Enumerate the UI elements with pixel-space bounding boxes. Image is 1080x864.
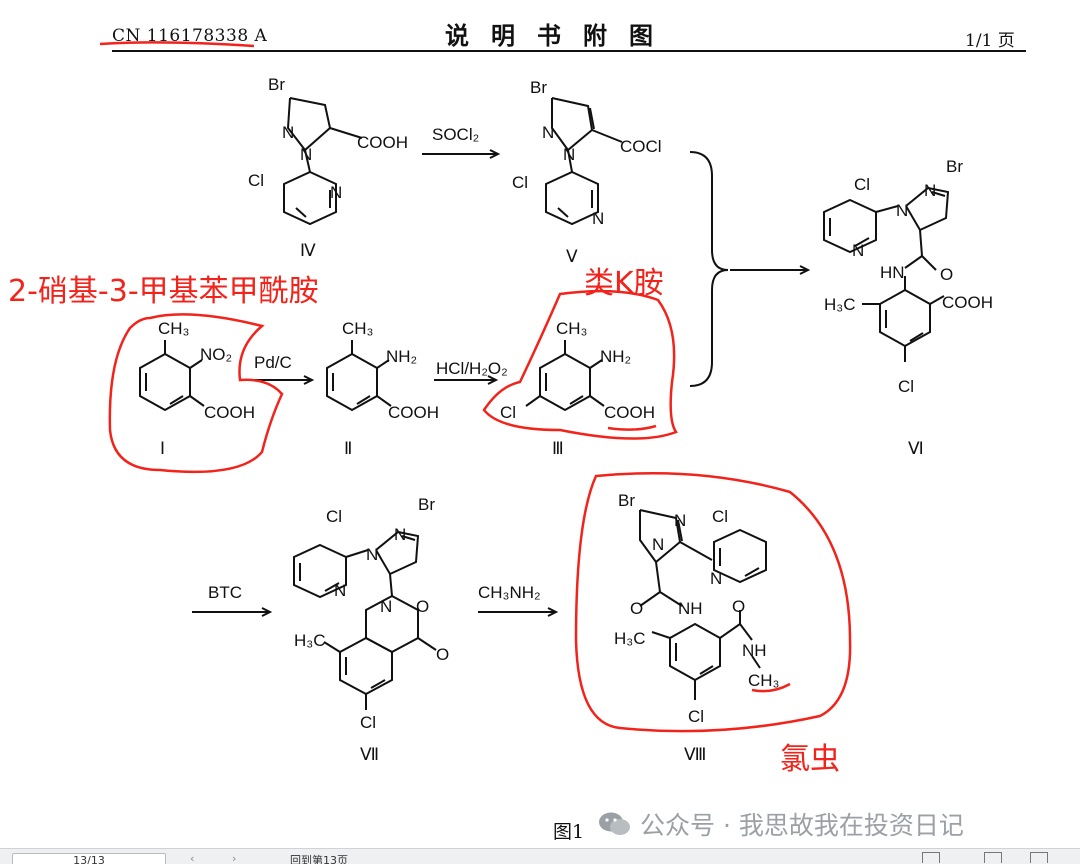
atom-label: N	[674, 511, 686, 530]
atom-label: CH₃	[342, 319, 373, 338]
atom-label: NO₂	[200, 345, 232, 364]
atom-label: N	[300, 145, 312, 164]
compound-label: Ⅴ	[566, 247, 578, 266]
circle-compound-III	[482, 289, 678, 440]
reagent-btc: BTC	[208, 583, 242, 602]
prev-page-icon[interactable]: ‹	[190, 852, 195, 864]
atom-label: N	[896, 201, 908, 220]
atom-label: CH₃	[556, 319, 587, 338]
compound-label: Ⅵ	[908, 439, 924, 458]
underline-cooh	[607, 424, 657, 431]
figure-caption: 图1	[553, 821, 585, 843]
atom-label: N	[380, 597, 392, 616]
structure-bonds	[139, 97, 950, 710]
atom-label: NH	[742, 641, 767, 660]
reagent-socl2: SOCl₂	[432, 125, 479, 144]
compound-label: Ⅶ	[360, 745, 379, 764]
next-page-icon[interactable]: ›	[232, 852, 237, 864]
atom-label: N	[924, 181, 936, 200]
compound-label: Ⅱ	[344, 439, 352, 458]
page-indicator: 1/1 页	[965, 31, 1015, 51]
atom-label: N	[563, 145, 575, 164]
red-markup	[99, 41, 852, 733]
atom-label: N	[852, 241, 864, 260]
atom-label: H₃C	[294, 631, 325, 650]
compound-label: Ⅰ	[160, 439, 165, 458]
atom-label: N	[394, 525, 406, 544]
goto-page-link[interactable]: 回到第13页	[290, 854, 348, 864]
atom-label: NH	[678, 599, 703, 618]
reagent-ch3nh2: CH₃NH₂	[478, 583, 541, 602]
compound-label: Ⅲ	[552, 439, 564, 458]
annotation-product: 氯虫	[780, 742, 840, 777]
atom-label: N	[542, 123, 554, 142]
fit-width-icon[interactable]	[922, 852, 940, 863]
atom-label: COOH	[942, 293, 993, 312]
atom-label: Cl	[712, 507, 728, 526]
atom-label: COOH	[388, 403, 439, 422]
header-rule	[112, 50, 1026, 52]
atom-label: Br	[530, 78, 547, 97]
atom-label: N	[334, 581, 346, 600]
patent-number: CN 116178338 A	[112, 26, 268, 46]
atom-label: N	[330, 183, 342, 202]
atom-label: Cl	[854, 175, 870, 194]
viewer-toolbar: 13/13 ‹ › 回到第13页	[0, 848, 1080, 864]
atom-label: COOH	[357, 133, 408, 152]
atom-label: O	[630, 599, 643, 618]
atom-labels: Br N N COOH Cl N Ⅳ SOCl₂ Br N N COCl Cl …	[158, 75, 993, 764]
atom-label: NH₂	[600, 347, 631, 366]
atom-label: Cl	[360, 713, 376, 732]
atom-label: N	[652, 535, 664, 554]
circle-compound-I	[108, 313, 284, 474]
atom-label: Br	[618, 491, 635, 510]
atom-label: Cl	[326, 507, 342, 526]
atom-label: NH₂	[386, 347, 417, 366]
underline-ch3	[751, 682, 791, 693]
compound-label: Ⅳ	[300, 241, 316, 260]
atom-label: COCl	[620, 137, 662, 156]
annotation-nitro: 2-硝基-3-甲基苯甲酰胺	[8, 274, 319, 309]
page-title: 说明书附图	[445, 21, 675, 50]
atom-label: H₃C	[824, 295, 855, 314]
page-number-input[interactable]: 13/13	[12, 853, 166, 864]
double-page-icon[interactable]	[1030, 852, 1048, 863]
atom-label: N	[366, 545, 378, 564]
atom-label: O	[416, 597, 429, 616]
atom-label: N	[282, 123, 294, 142]
atom-label: COOH	[604, 403, 655, 422]
atom-label: O	[732, 597, 745, 616]
atom-label: N	[710, 569, 722, 588]
underline-patent-no	[99, 41, 255, 48]
atom-label: Br	[418, 495, 435, 514]
wechat-icon	[599, 812, 630, 835]
atom-label: CH₃	[748, 671, 779, 690]
atom-label: Br	[268, 75, 285, 94]
watermark-text: 公众号 · 我思故我在投资日记	[640, 811, 964, 840]
atom-label: Cl	[248, 171, 264, 190]
atom-label: Cl	[512, 173, 528, 192]
single-page-icon[interactable]	[984, 852, 1002, 863]
atom-label: Cl	[898, 377, 914, 396]
atom-label: HN	[880, 263, 905, 282]
compound-label: Ⅷ	[684, 745, 706, 764]
reagent-pdc: Pd/C	[254, 353, 292, 372]
atom-label: H₃C	[614, 629, 645, 648]
circle-compound-VIII	[574, 471, 852, 733]
atom-label: O	[940, 265, 953, 284]
atom-label: N	[592, 209, 604, 228]
watermark: 公众号 · 我思故我在投资日记	[598, 806, 964, 842]
atom-label: CH₃	[158, 319, 189, 338]
atom-label: Br	[946, 157, 963, 176]
atom-label: Cl	[688, 707, 704, 726]
atom-label: Cl	[500, 403, 516, 422]
atom-label: COOH	[204, 403, 255, 422]
annotation-k-amine: 类K胺	[584, 266, 664, 301]
reagent-hcl-h2o2: HCl/H₂O₂	[436, 359, 508, 378]
atom-label: O	[436, 645, 449, 664]
